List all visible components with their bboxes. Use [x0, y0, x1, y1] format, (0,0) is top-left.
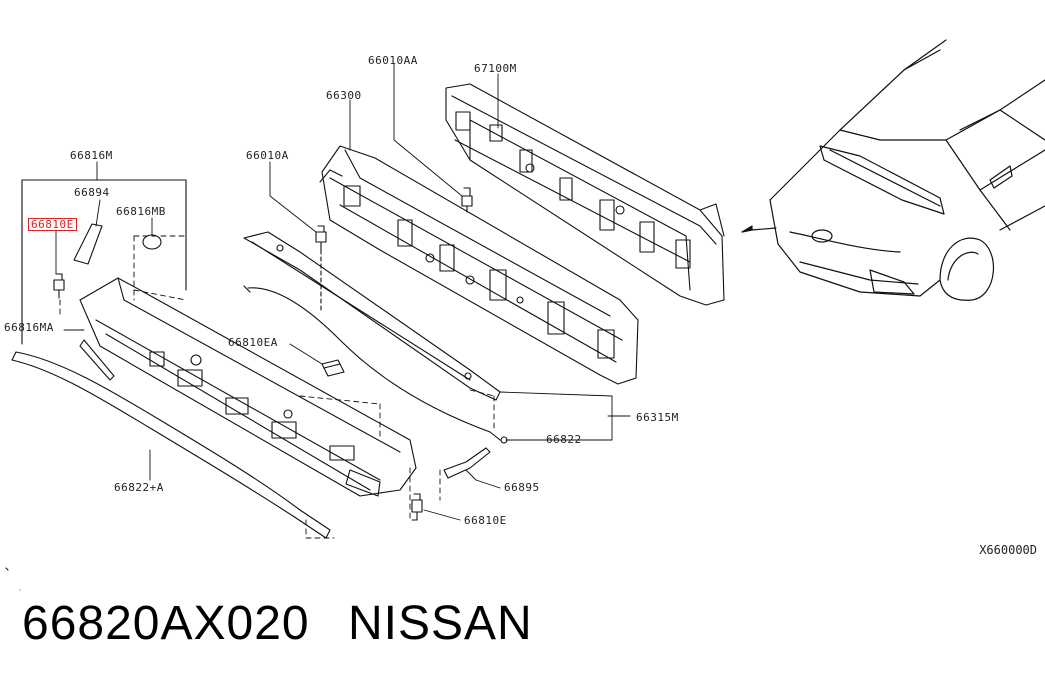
side-cover-66894 [73, 223, 103, 265]
label-66816MB: 66816MB [116, 205, 166, 218]
label-66816M: 66816M [70, 149, 113, 162]
clip-66810EA [321, 359, 345, 377]
label-66810E: 66810E [464, 514, 507, 527]
label-66895: 66895 [504, 481, 540, 494]
edge-mark [5, 567, 9, 571]
label-66810EA: 66810EA [228, 336, 278, 349]
bolt-66010AA [461, 187, 473, 213]
label-66010A: 66010A [246, 149, 289, 162]
seal-strip-66315M [243, 231, 501, 401]
label-66816MA: 66816MA [4, 321, 54, 334]
label-66810E-highlighted: 66810E [28, 218, 77, 231]
label-66300: 66300 [326, 89, 362, 102]
label-66894: 66894 [74, 186, 110, 199]
label-66010AA: 66010AA [368, 54, 418, 67]
vehicle-sketch [741, 39, 1045, 301]
cap-66816MB [142, 234, 162, 250]
brand-caption: NISSAN [348, 597, 533, 650]
leader-lines [19, 63, 631, 591]
weatherstrip-66822A [11, 351, 331, 539]
part-number-caption: 66820AX020 [22, 597, 310, 650]
label-66315M: 66315M [636, 411, 679, 424]
bracket-66895 [443, 447, 491, 479]
label-66822: 66822 [546, 433, 582, 446]
label-66822A: 66822+A [114, 481, 164, 494]
bolt-66010A [315, 225, 327, 311]
washer-hose-66822 [243, 285, 508, 444]
group-bracket [21, 179, 187, 345]
dash-upper-panel-67100M [445, 83, 725, 306]
cowl-panel-66300 [319, 145, 639, 385]
dashed-guides [59, 235, 495, 539]
diagram-reference-code: X660000D [979, 543, 1037, 557]
clip-66810E-lower [411, 493, 423, 521]
label-67100M: 67100M [474, 62, 517, 75]
clip-66810E-left [53, 273, 65, 299]
cowl-top-grille [79, 277, 417, 497]
